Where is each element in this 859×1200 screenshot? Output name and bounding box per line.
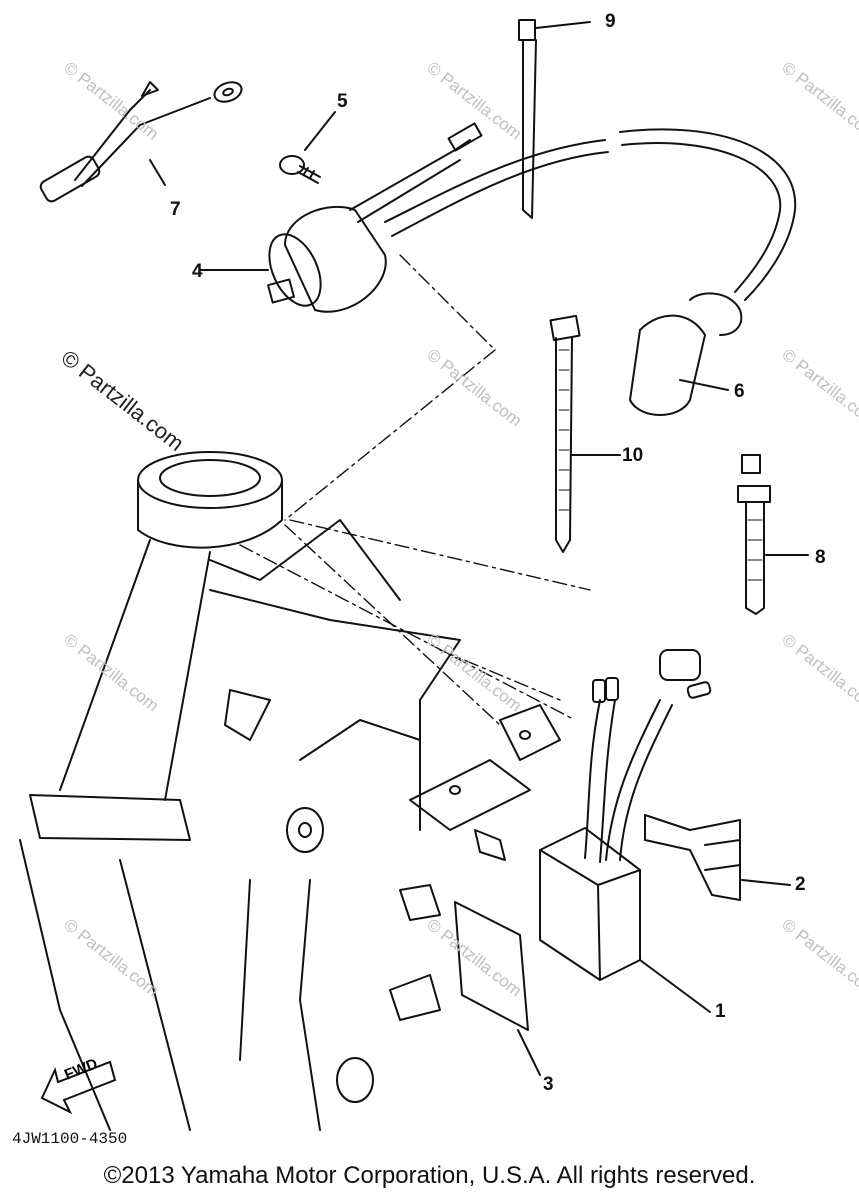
callout-8: 8 (815, 547, 826, 568)
frame-outline (19, 451, 561, 1131)
bracket-part-2 (644, 814, 791, 901)
damper-pad-part-3 (454, 901, 541, 1076)
copyright-notice: ©2013 Yamaha Motor Corporation, U.S.A. A… (103, 1162, 756, 1189)
callout-2: 2 (795, 874, 806, 895)
spark-plug-cap-part-6 (619, 128, 797, 416)
callout-1: 1 (715, 1001, 726, 1022)
fwd-arrow-icon (40, 1060, 117, 1115)
callout-3: 3 (543, 1074, 554, 1095)
ignition-coil-part-4 (199, 122, 609, 313)
diagram-code: 4JW1100-4350 (12, 1130, 128, 1148)
assembly-leader-lines (239, 254, 591, 726)
callout-9: 9 (605, 11, 616, 32)
cdi-unit-part-1 (539, 649, 712, 1013)
parts-diagram (19, 19, 809, 1131)
band-part-8 (737, 454, 809, 615)
wire-lead-part-7 (39, 81, 243, 203)
callout-4: 4 (192, 261, 203, 282)
cable-tie-part-9 (518, 19, 591, 219)
callout-10: 10 (622, 445, 644, 466)
callout-7: 7 (170, 199, 181, 220)
callout-6: 6 (734, 381, 745, 402)
callout-5: 5 (337, 91, 348, 112)
bolt-part-5 (279, 111, 336, 184)
cable-tie-part-10 (549, 314, 621, 553)
